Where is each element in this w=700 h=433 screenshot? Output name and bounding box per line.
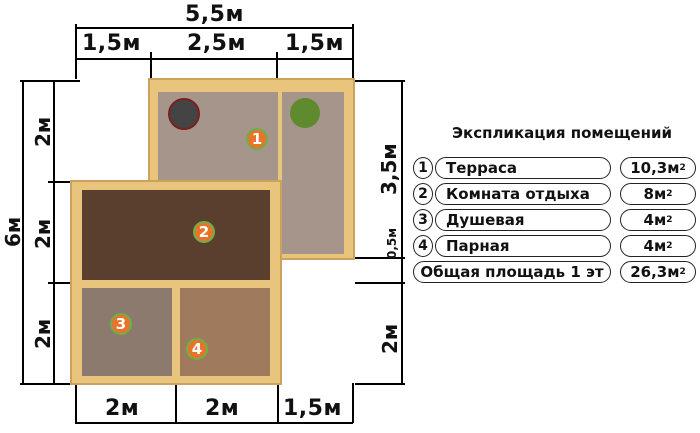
- room-marker-2: 2: [193, 221, 215, 243]
- sauna-floor: [180, 288, 270, 376]
- legend-room-name-4: Парная: [435, 235, 611, 257]
- dim-line: [22, 80, 24, 383]
- dim-line: [53, 80, 55, 383]
- dim-top-seg-3: 1,5м: [285, 31, 344, 56]
- room-area: 4м: [643, 211, 667, 229]
- legend-room-name-2: Комната отдыха: [435, 183, 611, 205]
- dim-line: [75, 58, 353, 60]
- ext-line: [20, 383, 75, 385]
- legend-num-4: 4: [413, 235, 433, 257]
- legend-total-name: Общая площадь 1 эт: [413, 261, 611, 283]
- dim-right-seg-2: 0,5м: [385, 227, 399, 259]
- ext-line: [175, 383, 177, 423]
- unit-sup: 2: [679, 267, 686, 277]
- unit-sup: 2: [666, 189, 673, 199]
- ext-line: [355, 257, 405, 259]
- room-marker-1: 1: [246, 128, 268, 150]
- ext-line: [20, 80, 80, 82]
- ext-line: [355, 282, 405, 284]
- house-frame: [70, 180, 282, 385]
- dim-line: [75, 27, 353, 29]
- ext-line: [150, 52, 152, 79]
- dim-right-seg-1: 3,5м: [377, 143, 401, 195]
- ext-line: [276, 52, 278, 79]
- ext-line: [352, 24, 354, 79]
- dim-bottom-seg-2: 2м: [205, 396, 240, 421]
- room-name: Душевая: [446, 211, 525, 229]
- room-name: Комната отдыха: [446, 185, 590, 203]
- ext-line: [352, 383, 354, 423]
- room-name: Парная: [446, 237, 510, 255]
- dim-line: [401, 80, 403, 383]
- legend-num-3: 3: [413, 209, 433, 231]
- round-table-icon: [168, 98, 200, 130]
- ext-line: [48, 282, 73, 284]
- plant-icon: [290, 98, 320, 128]
- total-name: Общая площадь 1 эт: [420, 263, 604, 281]
- dim-top-seg-2: 2,5м: [187, 31, 246, 56]
- room-area: 8м: [643, 185, 667, 203]
- dim-top-seg-1: 1,5м: [82, 31, 141, 56]
- ext-line: [75, 24, 77, 79]
- dim-left-seg-3: 2м: [31, 318, 55, 349]
- dim-right-seg-3: 2м: [378, 323, 402, 354]
- dim-left-total: 6м: [1, 216, 25, 247]
- room-area: 4м: [643, 237, 667, 255]
- legend-title: Экспликация помещений: [452, 124, 672, 142]
- unit-sup: 2: [679, 163, 686, 173]
- unit-sup: 2: [666, 215, 673, 225]
- ext-line: [277, 383, 279, 423]
- room-name: Терраса: [446, 159, 518, 177]
- legend-room-name-1: Терраса: [435, 157, 611, 179]
- ext-line: [48, 181, 73, 183]
- dim-top-total: 5,5м: [185, 2, 244, 27]
- room-marker-4: 4: [186, 338, 208, 360]
- room-area: 10,3м: [630, 159, 680, 177]
- legend-room-name-3: Душевая: [435, 209, 611, 231]
- legend-num-1: 1: [413, 157, 433, 179]
- dim-line: [75, 422, 353, 424]
- dim-left-seg-2: 2м: [31, 218, 55, 249]
- total-area: 26,3м: [630, 263, 680, 281]
- ext-line: [355, 80, 405, 82]
- room-marker-3: 3: [110, 313, 132, 335]
- ext-line: [355, 383, 405, 385]
- dim-left-seg-1: 2м: [31, 116, 55, 147]
- unit-sup: 2: [666, 241, 673, 251]
- ext-line: [75, 383, 77, 423]
- legend-num-2: 2: [413, 183, 433, 205]
- dim-bottom-seg-1: 2м: [105, 396, 140, 421]
- rest-room-floor: [82, 190, 270, 280]
- dim-bottom-seg-3: 1,5м: [283, 396, 342, 421]
